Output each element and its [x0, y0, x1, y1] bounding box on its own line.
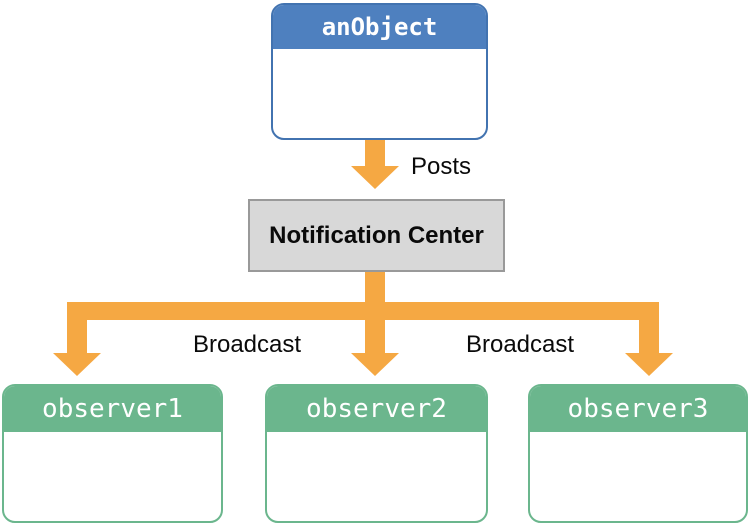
observer2-box: observer2	[265, 384, 488, 523]
observer1-box-title: observer1	[42, 394, 183, 424]
broadcast-left-arrowhead	[53, 353, 101, 376]
broadcast-middle-arrowhead	[351, 353, 399, 376]
broadcast-right-arrowhead	[625, 353, 673, 376]
broadcast-right-arm	[639, 320, 659, 353]
anobject-box: anObject	[271, 3, 488, 140]
anobject-box-title: anObject	[321, 13, 438, 41]
observer2-box-header: observer2	[267, 386, 486, 432]
anobject-box-header: anObject	[273, 5, 486, 49]
posts-arrow	[351, 140, 399, 189]
broadcast-trunk	[365, 272, 385, 353]
observer3-box-header: observer3	[530, 386, 746, 432]
posts-arrow-shape	[351, 140, 399, 189]
observer1-box: observer1	[2, 384, 223, 523]
posts-label: Posts	[411, 153, 472, 180]
broadcast-label-right: Broadcast	[465, 331, 575, 358]
broadcast-left-arm	[67, 320, 87, 353]
broadcast-crossbar	[67, 302, 659, 320]
observer3-box: observer3	[528, 384, 748, 523]
notification-center-title: Notification Center	[269, 221, 484, 249]
broadcast-arrow	[53, 272, 673, 376]
observer2-box-title: observer2	[306, 394, 447, 424]
notification-center-box: Notification Center	[248, 199, 505, 272]
broadcast-label-left: Broadcast	[192, 331, 302, 358]
observer3-box-title: observer3	[567, 394, 709, 424]
observer1-box-header: observer1	[4, 386, 221, 432]
